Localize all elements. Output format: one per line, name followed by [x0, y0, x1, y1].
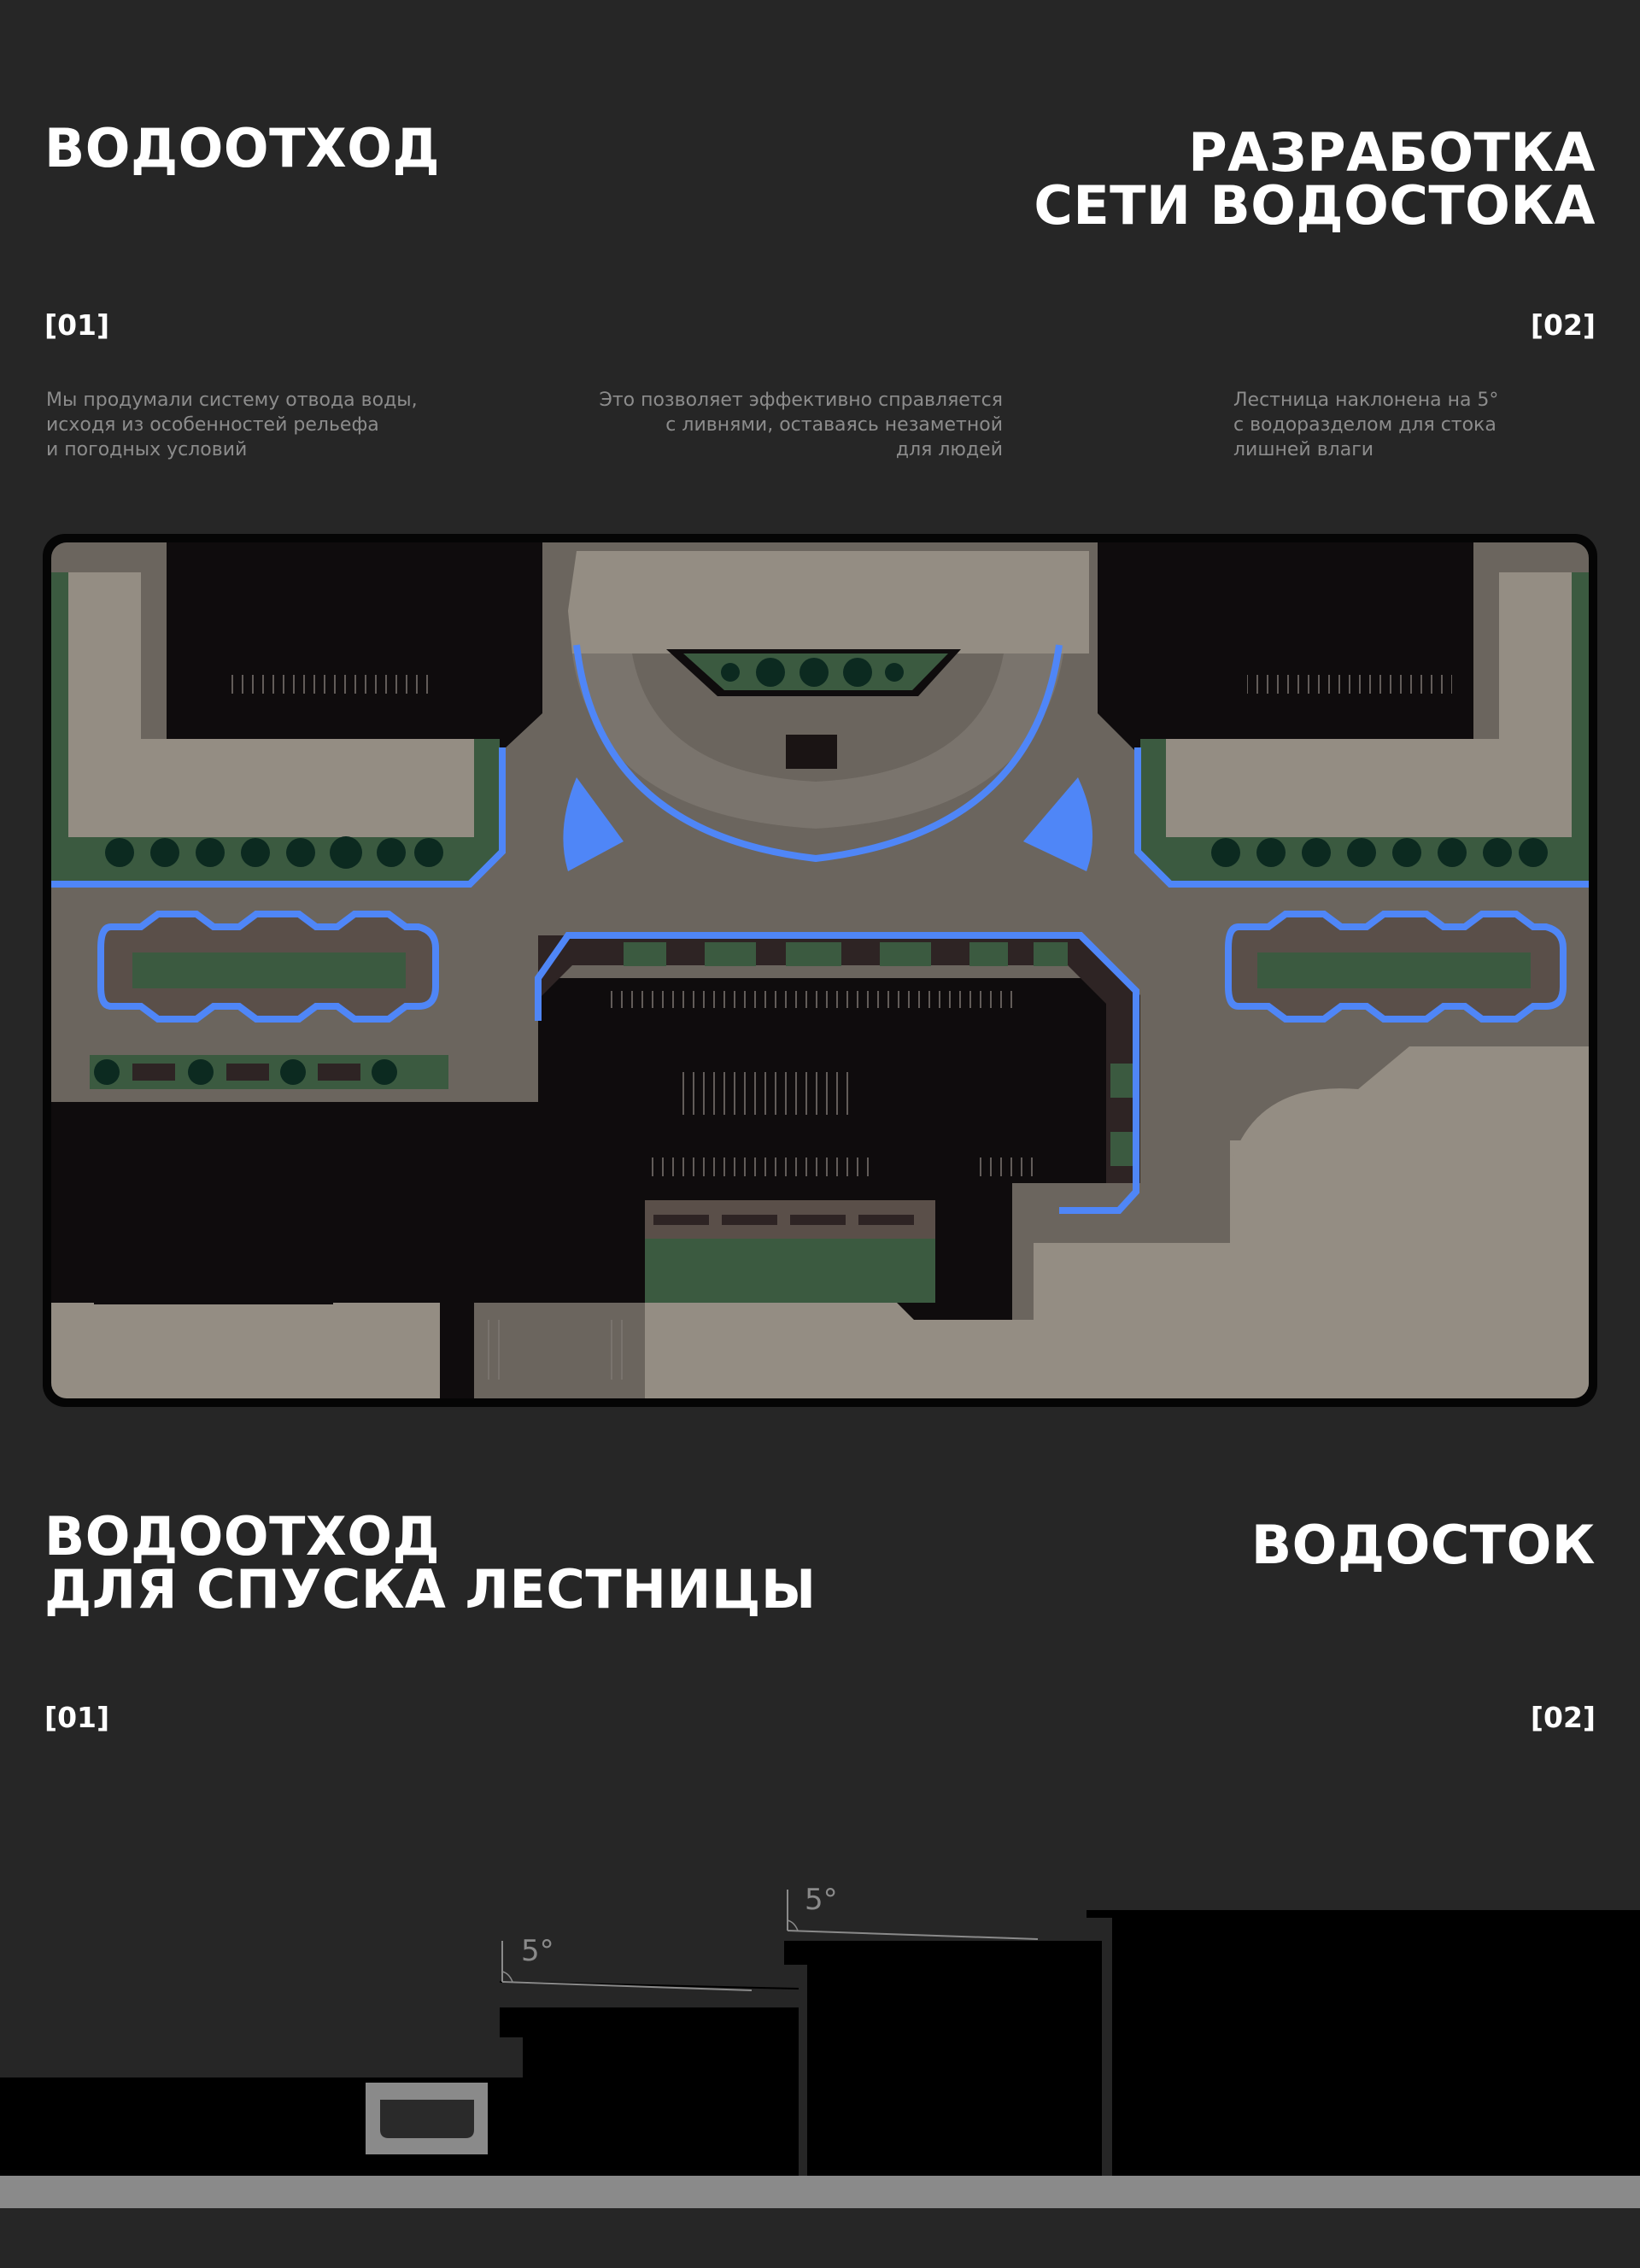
caption-1-line-2: исходя из особенностей рельефа — [46, 414, 379, 436]
title-vodostok: ВОДОСТОК — [1250, 1514, 1596, 1576]
caption-1-line-1: Мы продумали систему отвода воды, — [46, 390, 418, 411]
pale-block-lower-left — [51, 1303, 440, 1398]
drain-amphitheatre-arc[interactable] — [573, 644, 1063, 863]
drain-channel-rim — [380, 2091, 474, 2100]
basin-left — [563, 777, 624, 871]
title-stairs-drain: ВОДООТХОД ДЛЯ СПУСКА ЛЕСТНИЦЫ — [44, 1510, 817, 1616]
ground-strip — [0, 2176, 1640, 2208]
flower-bed-right-green — [1257, 952, 1531, 988]
green-roof-benches — [653, 1215, 914, 1225]
caption-2-line-2: с ливнями, оставаясь незаметной — [665, 414, 1003, 436]
title-vodootkhod: ВОДООТХОД — [44, 117, 441, 179]
caption-2-line-3: для людей — [895, 439, 1003, 460]
drain-channel-inner — [380, 2091, 474, 2138]
angle-1-slope — [501, 1981, 753, 1991]
parking-marks-center-bottom — [645, 1157, 876, 1176]
title-right-line-1: РАЗРАБОТКА — [1188, 121, 1596, 184]
pale-terrace-right — [1166, 572, 1572, 837]
parking-marks-center-top — [611, 991, 1021, 1008]
central-building-top — [568, 551, 1089, 653]
stage-block — [786, 735, 837, 769]
title-stairs-line-1: ВОДООТХОД — [44, 1505, 441, 1568]
caption-2-line-1: Это позволяет эффективно справляется — [599, 390, 1003, 411]
parking-marks-lower-left — [487, 1320, 504, 1380]
building-upper-right — [1098, 542, 1473, 773]
parking-marks-center-right — [974, 1157, 1034, 1176]
caption-3-line-2: с водоразделом для стока — [1233, 414, 1496, 436]
site-plan-map — [43, 534, 1597, 1407]
flower-bed-left-green — [132, 952, 406, 988]
angle-label-1: 5° — [521, 1934, 554, 1968]
trees-left — [105, 836, 443, 869]
caption-3-line-1: Лестница наклонена на 5° — [1233, 390, 1499, 411]
caption-2: Это позволяет эффективно справляется с л… — [599, 388, 1003, 462]
caption-1-line-3: и погодных условий — [46, 439, 248, 460]
building-upper-left — [167, 542, 542, 773]
index-01: [01] — [44, 308, 110, 342]
terrace-center-frame — [538, 935, 1140, 1183]
drain-central-terrace[interactable] — [535, 932, 1139, 1214]
parking-marks-center-mid — [679, 1072, 850, 1115]
terrace-center-beds — [624, 942, 1136, 1166]
round-feature-lower-right — [1230, 1046, 1589, 1243]
caption-3-line-3: лишней влаги — [1233, 439, 1374, 460]
angle-2-arc — [787, 1919, 799, 1931]
caption-1: Мы продумали систему отвода воды, исходя… — [46, 388, 418, 462]
index-02: [02] — [1530, 308, 1596, 342]
tree-row-left — [90, 1055, 448, 1089]
trees-amphitheatre — [721, 658, 904, 687]
parking-marks-upper-left — [226, 675, 431, 694]
title-stairs-line-2: ДЛЯ СПУСКА ЛЕСТНИЦЫ — [44, 1558, 817, 1620]
basin-right — [1023, 777, 1093, 871]
index-02-bottom: [02] — [1530, 1701, 1596, 1734]
title-network-development: РАЗРАБОТКА СЕТИ ВОДОСТОКА — [1034, 126, 1596, 232]
parking-marks-lower-mid — [611, 1320, 628, 1380]
angle-1-arc — [501, 1971, 513, 1983]
angle-2-slope — [787, 1930, 1039, 1940]
stairs-section-drawing: 5° 5° — [0, 1883, 1640, 2208]
building-parking-center — [538, 978, 1140, 1333]
stair-step-3 — [1086, 1910, 1640, 2176]
caption-3: Лестница наклонена на 5° с водоразделом … — [1233, 388, 1498, 462]
stair-step-2 — [784, 1941, 1102, 2176]
trees-right — [1211, 838, 1548, 867]
drain-terrace-right[interactable] — [1134, 747, 1589, 888]
lower-left-roof-edge — [94, 1292, 333, 1304]
angle-label-2: 5° — [805, 1883, 838, 1917]
title-right-line-2: СЕТИ ВОДОСТОКА — [1034, 174, 1596, 237]
parking-marks-upper-right — [1247, 675, 1452, 694]
index-01-bottom: [01] — [44, 1701, 110, 1734]
drain-terrace-left[interactable] — [51, 747, 506, 888]
pale-terrace-left — [68, 572, 474, 837]
